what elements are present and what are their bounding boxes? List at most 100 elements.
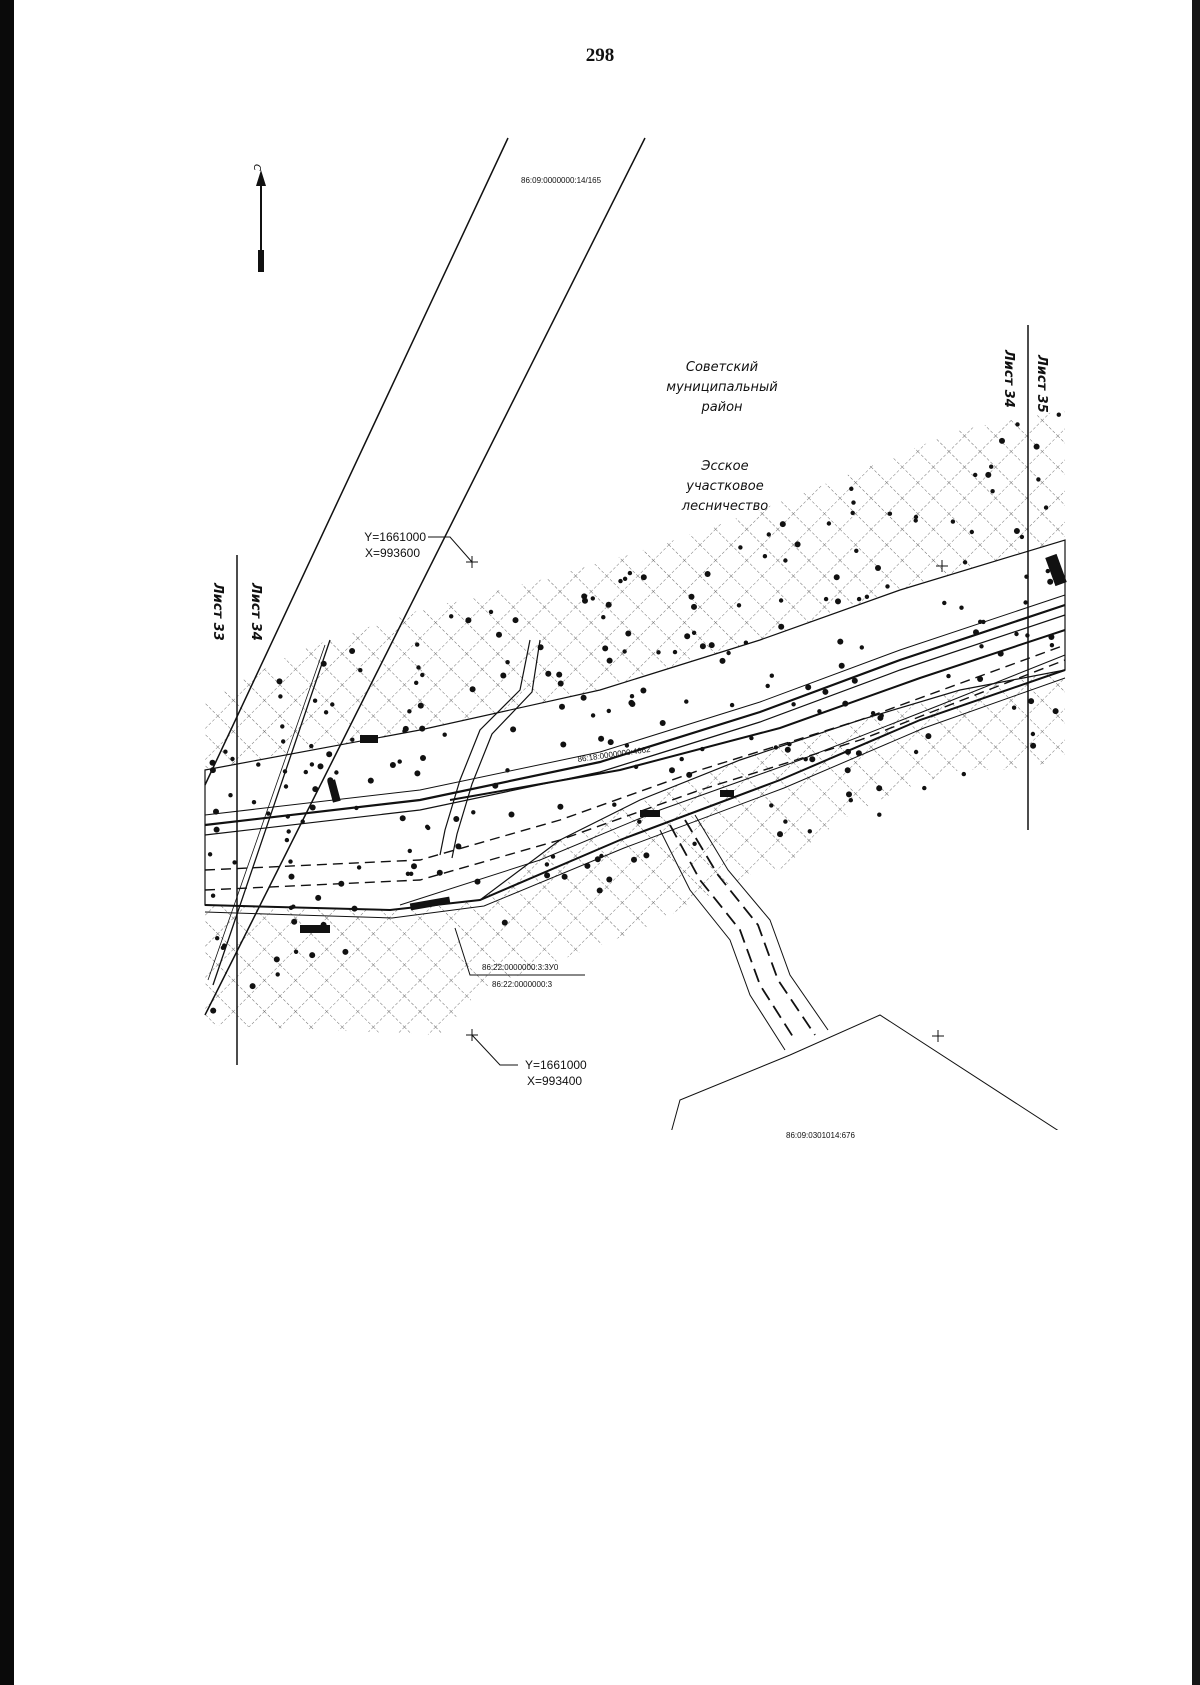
forest-dot: [320, 660, 327, 667]
forest-dot: [823, 596, 829, 602]
cadastral-number: 86:22:0000000:3:3У0: [482, 963, 559, 972]
forest-dot: [1052, 708, 1059, 715]
forest-dot: [266, 811, 271, 816]
forest-dot: [997, 650, 1004, 657]
forest-dot: [627, 570, 633, 576]
forest-dot: [309, 952, 316, 959]
forest-dot: [618, 578, 623, 584]
forest-dot: [367, 777, 374, 784]
forest-dot: [833, 574, 840, 581]
forest-dot: [854, 548, 859, 553]
forest-dot: [309, 743, 314, 749]
forest-dot: [442, 732, 447, 737]
forest-dot: [738, 545, 743, 550]
forest-dot: [605, 601, 612, 608]
forest-feature-dots: [207, 412, 1062, 1014]
forest-dot: [684, 699, 689, 704]
forest-dot: [415, 642, 420, 647]
forest-dot: [285, 814, 290, 819]
forest-dot: [399, 815, 406, 822]
forest-dot: [545, 670, 552, 677]
dashed-boundary: [204, 659, 1066, 891]
forest-dot: [631, 856, 637, 863]
forest-dot: [598, 735, 605, 742]
forest-dot: [1028, 698, 1035, 705]
forest-dot: [488, 609, 494, 615]
forest-dot: [762, 554, 768, 559]
forest-dot: [323, 710, 329, 715]
forest-dot: [622, 649, 627, 654]
forest-dot: [803, 757, 808, 762]
forest-dot: [969, 529, 974, 535]
forest-dot: [729, 702, 735, 708]
forest-dot: [471, 810, 476, 815]
forest-dot: [537, 644, 544, 651]
forest-dot: [407, 848, 412, 854]
forest-dot: [293, 949, 299, 954]
forest-dot: [414, 680, 419, 685]
forest-dot: [842, 700, 849, 707]
forest-dot: [864, 594, 870, 599]
forest-dot: [1043, 505, 1049, 510]
forest-dot: [686, 771, 693, 778]
forest-dot: [1023, 600, 1028, 605]
forest-dot: [977, 676, 984, 682]
forest-dot: [215, 936, 220, 941]
forest-dot: [500, 672, 507, 679]
forest-dot: [637, 819, 642, 824]
district-label: Советский муниципальный район: [666, 360, 777, 415]
forest-dot: [282, 769, 288, 774]
forest-dot: [288, 873, 295, 880]
forest-dot: [550, 854, 556, 859]
forest-dot: [989, 464, 994, 469]
forest-dot: [590, 713, 596, 718]
forest-dot: [640, 687, 647, 694]
svg-text:Эсское: Эсское: [700, 459, 748, 474]
forest-dot: [777, 831, 783, 838]
forest-dot: [859, 645, 864, 650]
scan-left-border: [0, 0, 14, 1685]
svg-text:район: район: [700, 400, 743, 415]
forest-dot: [624, 743, 630, 748]
cadastral-leader: [454, 927, 585, 976]
coordinate-y-label: Y=1661000: [364, 530, 426, 544]
forest-dot: [1024, 574, 1029, 579]
forest-dot: [1019, 534, 1025, 540]
forest-dot: [349, 648, 356, 654]
forest-dot: [656, 650, 661, 655]
forest-dot: [959, 605, 964, 610]
north-arrow: С: [251, 164, 266, 272]
forest-dot: [330, 702, 335, 707]
forest-dot: [791, 702, 796, 707]
forest-dot: [606, 708, 611, 714]
forest-dot: [979, 644, 984, 649]
forest-dot: [961, 771, 966, 777]
forest-dot: [704, 571, 711, 577]
forest-dot: [773, 745, 779, 750]
forest-dot: [622, 576, 628, 581]
road-line: [204, 677, 1066, 919]
forest-dot: [416, 665, 421, 670]
svg-text:Советский: Советский: [686, 360, 758, 375]
forest-dot: [405, 871, 411, 876]
forest-dot: [557, 680, 564, 687]
forest-dot: [913, 749, 919, 755]
forest-dot: [436, 869, 443, 876]
cadastral-number: 86:09:0301014:676: [786, 1131, 856, 1140]
forest-dot: [389, 762, 396, 768]
forest-dot: [1033, 443, 1040, 450]
forest-dot: [1015, 422, 1020, 427]
forest-dot: [684, 633, 691, 640]
forest-dot: [1048, 634, 1055, 640]
forest-dot: [913, 514, 919, 520]
cadastral-number: 86:22:0000000:3: [492, 980, 553, 989]
forest-dot: [283, 784, 289, 789]
forest-dot: [719, 657, 726, 664]
forest-dot: [779, 521, 786, 528]
forest-dot: [769, 673, 774, 678]
forest-dot: [228, 793, 233, 798]
forest-dot: [778, 623, 785, 630]
forest-dot: [281, 739, 286, 744]
forest-dot: [633, 764, 639, 769]
